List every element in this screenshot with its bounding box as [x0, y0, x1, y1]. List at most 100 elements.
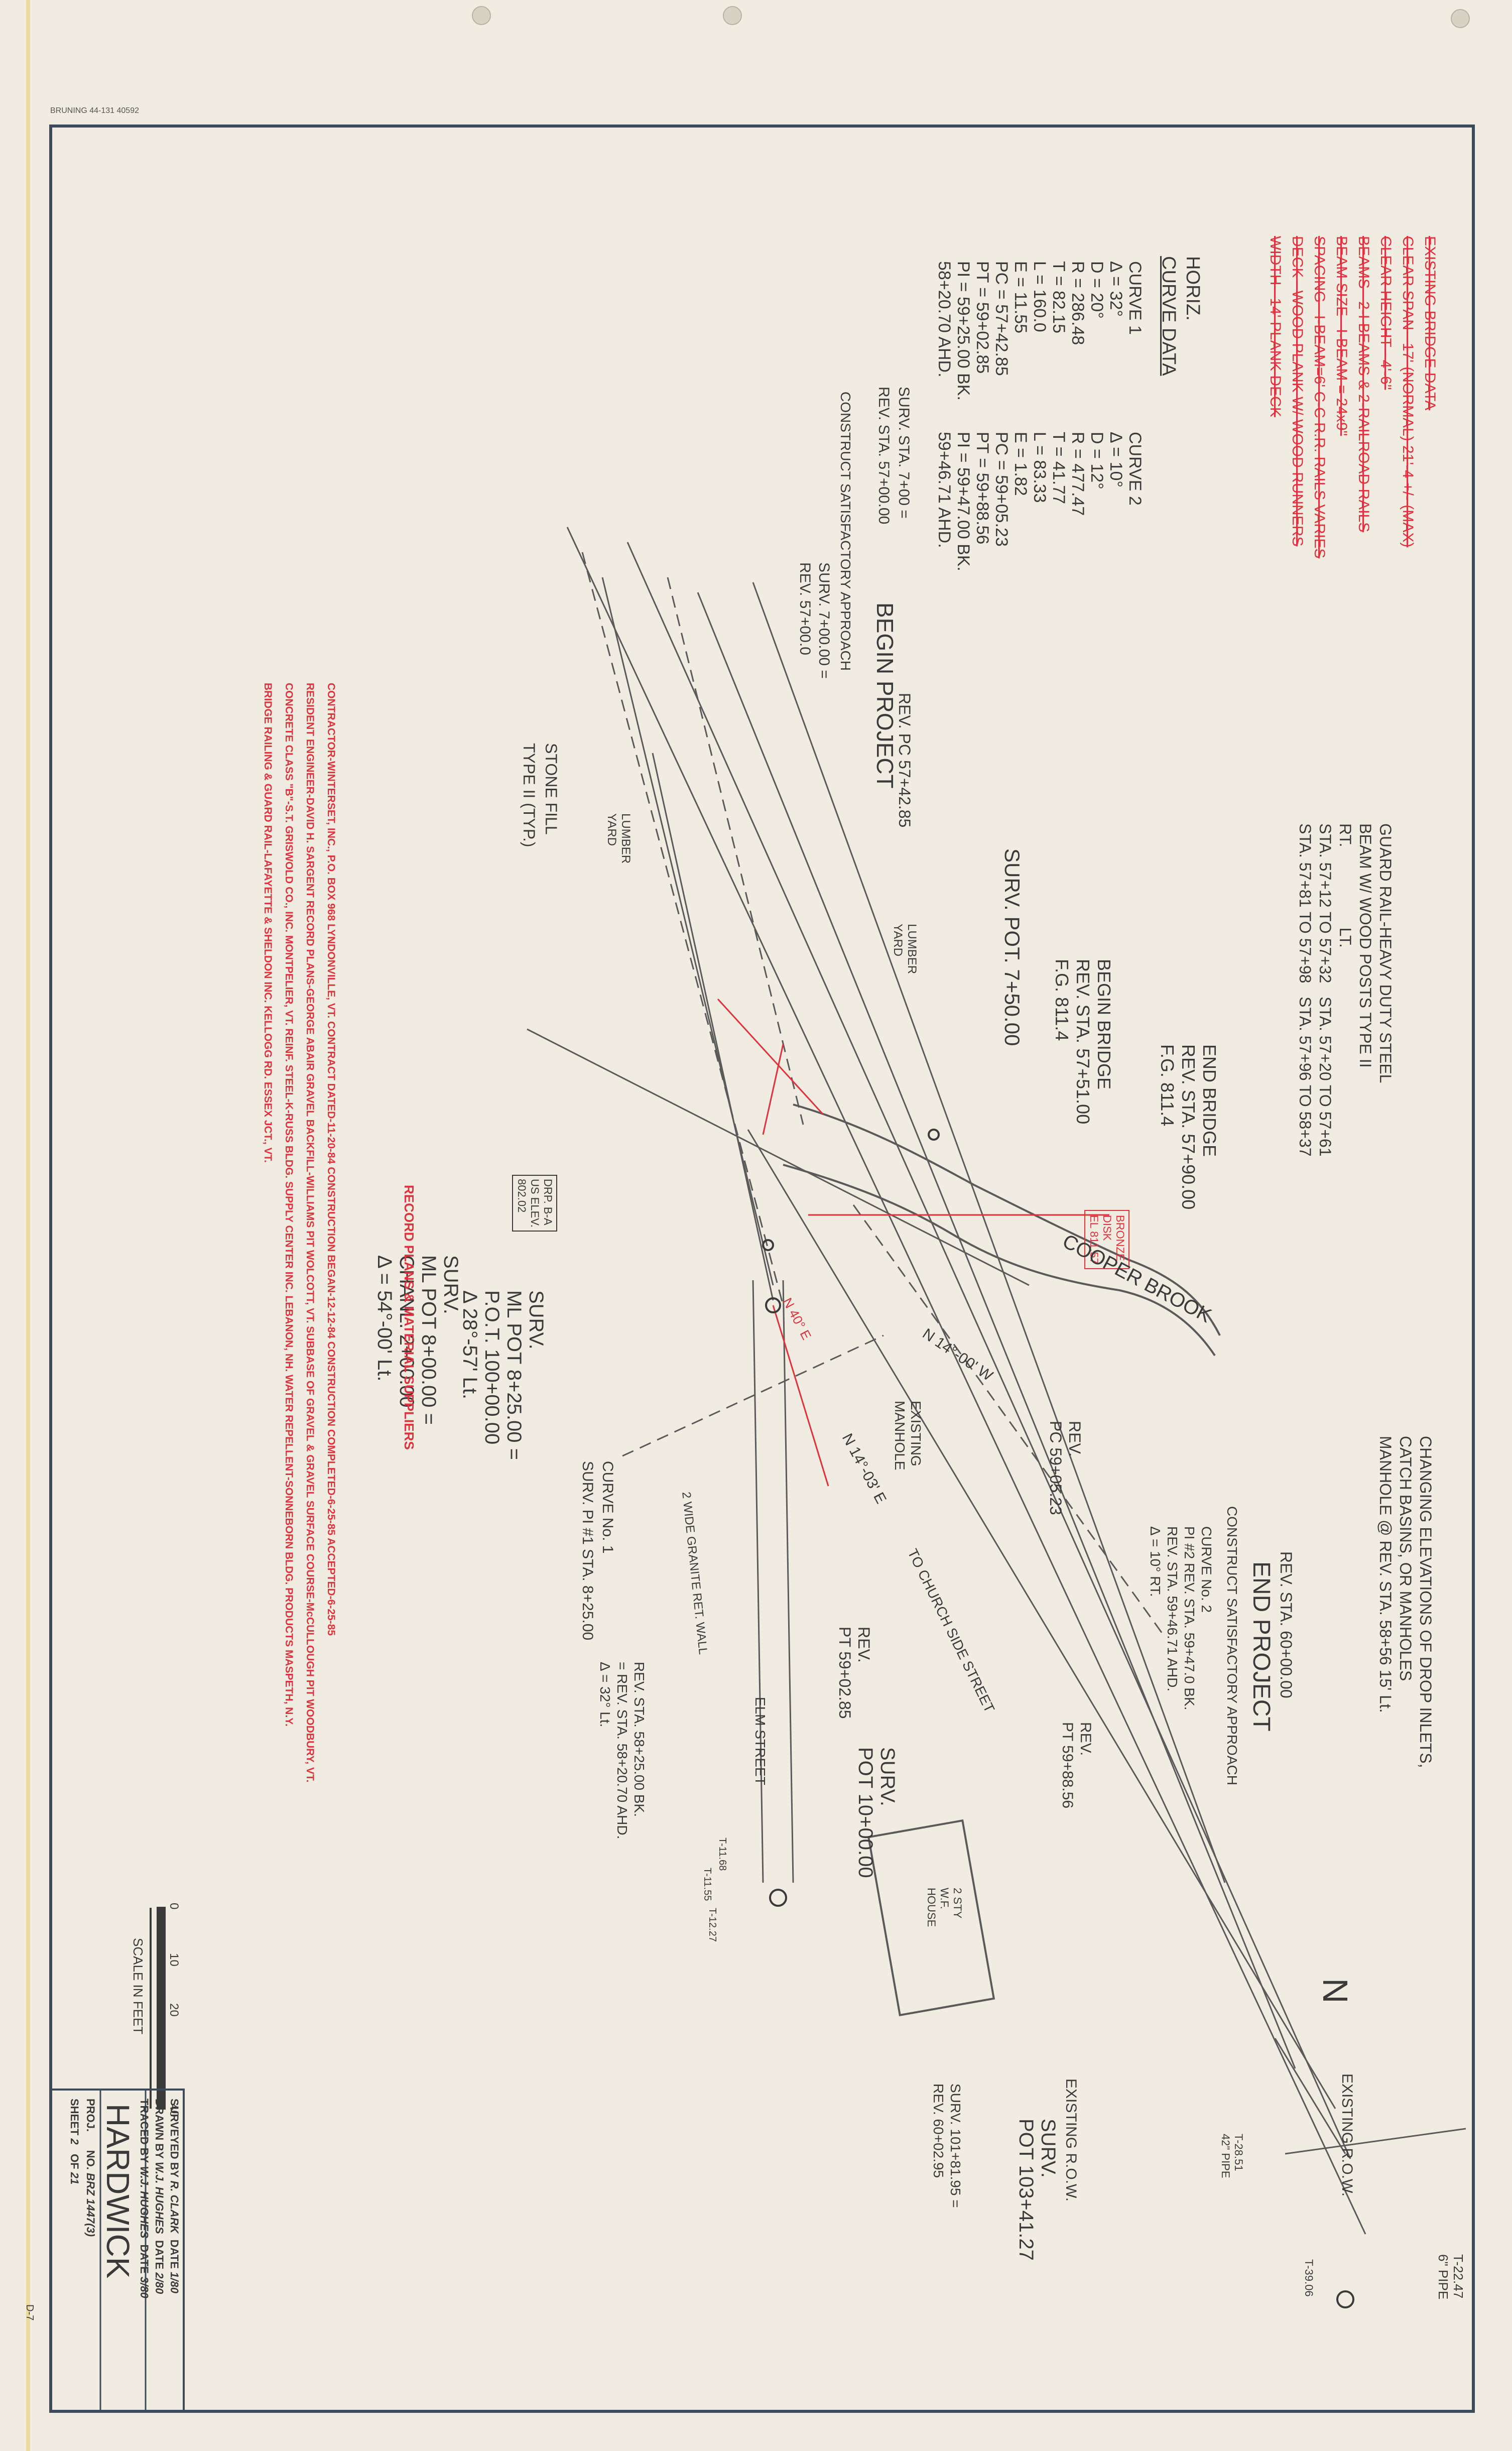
tb-value: R. CLARK: [168, 2180, 181, 2234]
curve-1-line: Δ = 32°: [1106, 261, 1125, 317]
tb-sheet-no: 2: [68, 2138, 81, 2145]
tb-proj-label: PROJ.: [84, 2099, 97, 2132]
survey-pot-2: SURV. POT 10+00.00: [854, 1747, 899, 1878]
curve-no1-line: PI #1 STA. 8+25.00: [579, 1509, 596, 1641]
curve-2-line: D = 12°: [1087, 432, 1106, 489]
guard-rail-rt2: STA. 57+81 TO 57+98: [1296, 823, 1314, 984]
tb-label: DRAWN BY: [153, 2099, 166, 2159]
end-project-sta: REV. STA. 60+00.00: [1277, 1551, 1295, 1698]
rev-sta-58-line: Δ = 32° Lt.: [597, 1662, 613, 1728]
road-edge-line: [527, 1028, 1030, 1286]
brook-bank: [783, 1164, 1216, 1357]
existing-row-b: EXISTING R.O.W.: [1063, 2078, 1079, 2202]
tie-t3906: T-39.06: [1303, 2259, 1315, 2297]
begin-bridge-title: BEGIN BRIDGE: [1094, 959, 1114, 1090]
scale-tick-0: 0: [167, 1903, 181, 1910]
curve-1-line: T = 82.15: [1049, 261, 1068, 333]
house-label-line: HOUSE: [925, 1888, 938, 1927]
elm-street-label: ELM STREET: [752, 1697, 768, 1785]
survey-point-circle: [765, 1297, 781, 1313]
begin-project-note: SURV. STA. 7+00 = REV. STA. 57+00.00: [873, 387, 914, 524]
survey-pot-3-line: SURV.: [1037, 2119, 1059, 2178]
existing-manhole: EXISTING MANHOLE: [892, 1401, 924, 1470]
end-project-curve2-line: CURVE No. 2: [1199, 1526, 1214, 1613]
corner-mark: D-7: [24, 2304, 35, 2321]
curve-1-header: CURVE 1: [1125, 261, 1145, 335]
survey-point-circle: [769, 1889, 787, 1907]
survey-pot-2-line: POT 10+00.00: [854, 1747, 876, 1878]
tb-date-label: DATE: [168, 2239, 181, 2269]
punch-hole: [723, 6, 742, 25]
survey-chanl-line: ML POT 8+00.00 =: [418, 1255, 440, 1425]
bruning-label: BRUNING 44-131 40592: [50, 106, 139, 115]
road-edge-line: [626, 542, 1351, 2159]
curve-2-line: Δ = 10°: [1106, 432, 1125, 487]
curve-data-subtitle: CURVE DATA: [1158, 256, 1179, 376]
road-edge-line: [697, 592, 1296, 2069]
rev-sta-58-note: REV. STA. 58+25.00 BK. = REV. STA. 58+20…: [596, 1662, 648, 1839]
tb-of-no: 21: [68, 2172, 81, 2185]
catch-basin-line: CHANGING ELEVATIONS OF DROP INLETS,: [1417, 1436, 1435, 1768]
tb-proj-no: BRZ 1447(3): [84, 2172, 97, 2237]
stone-fill-line: TYPE II (TYP.): [520, 743, 538, 847]
survey-point-circle: [1336, 2290, 1354, 2308]
tb-label: SURVEYED BY: [168, 2099, 181, 2178]
bridge-row-label: CLEAR SPAN: [1400, 236, 1416, 330]
tb-date-label: DATE: [153, 2240, 166, 2270]
curve-1-line: R = 286.48: [1068, 261, 1087, 345]
tie-label: T-22.47: [1451, 2254, 1466, 2299]
curve-1-line: PI = 59+25.00 BK.: [954, 261, 973, 401]
tb-proj-no-label: NO.: [84, 2150, 97, 2170]
house-label-line: W.F.: [938, 1888, 951, 1909]
curve-1-data: CURVE 1 Δ = 32° D = 20° R = 286.48 T = 8…: [935, 261, 1145, 401]
north-arrow-icon: N: [1316, 1978, 1355, 2004]
survey-pot-2-line: SURV.: [876, 1747, 899, 1806]
centerline: [747, 1129, 1336, 2109]
bridge-row-label: SPACING: [1311, 236, 1328, 303]
tie-label: 42" PIPE: [1219, 2134, 1232, 2178]
drop-inlet-line: DRP. B-A: [542, 1179, 554, 1226]
bridge-row-label: BEAM SIZE: [1333, 236, 1350, 317]
road-edge-line: [601, 577, 774, 1286]
rev-pc-2-line: REV.: [1066, 1421, 1084, 1457]
bridge-row-value: 14' PLANK DECK: [1267, 298, 1284, 417]
rev-pt-line: PT 59+02.85: [836, 1627, 854, 1719]
tie-t2851: T-28.51 42" PIPE: [1219, 2134, 1245, 2178]
tb-date: 2/80: [153, 2272, 166, 2294]
house-label-line: 2 STY: [951, 1888, 964, 1919]
bridge-row-value: 2-I BEAMS & 2-RAILROAD RAILS: [1355, 301, 1372, 533]
bridge-row-label: DECK: [1289, 236, 1306, 278]
tie-label: 6" PIPE: [1436, 2254, 1451, 2300]
lumber-yard-right: LUMBER YARD: [891, 924, 919, 974]
punch-hole: [472, 6, 491, 25]
curve-1-line: 58+20.70 AHD.: [935, 261, 954, 378]
punch-hole: [1451, 9, 1470, 28]
begin-project-title: BEGIN PROJECT: [872, 602, 898, 789]
bridge-row-label: CLEAR HEIGHT: [1377, 236, 1394, 347]
curve-2-line: L = 83.33: [1030, 432, 1049, 503]
scale-label: SCALE IN FEET: [131, 1938, 146, 2035]
bridge-row-label: WIDTH: [1267, 236, 1284, 286]
centerline: [652, 753, 774, 1301]
title-block: [49, 2089, 185, 2413]
elm-tie-a: T-11.68: [717, 1837, 728, 1871]
guard-rail-line: BEAM W/ WOOD POSTS TYPE II: [1356, 823, 1374, 1068]
existing-manhole-line: MANHOLE: [892, 1401, 908, 1470]
tb-date: 1/80: [168, 2272, 181, 2293]
tb-sheet-label: SHEET: [68, 2099, 81, 2136]
curve-1-line: PT = 59+02.85: [973, 261, 992, 374]
tb-label: TRACED BY: [138, 2099, 151, 2163]
row-line: [1274, 2038, 1346, 2154]
horiz-curve-data: HORIZ. CURVE DATA: [1157, 256, 1205, 376]
end-project-curve2-line: Δ = 10° RT.: [1148, 1526, 1163, 1597]
begin-project-approach: CONSTRUCT SATISFACTORY APPROACH: [838, 392, 853, 671]
catch-basin-line: CATCH BASINS, OR MANHOLES: [1397, 1436, 1415, 1681]
survey-101: SURV. 101+81.95 = REV. 60+02.95: [930, 2084, 964, 2208]
catch-basin-note: CHANGING ELEVATIONS OF DROP INLETS, CATC…: [1375, 1436, 1436, 1768]
curve-1-line: PC = 57+42.85: [992, 261, 1011, 376]
survey-pot-1: SURV. POT. 7+50.00: [1000, 848, 1024, 1046]
begin-bridge-sta: REV. STA. 57+51.00: [1073, 959, 1093, 1125]
guard-rail-line: GUARD RAIL-HEAVY DUTY STEEL: [1376, 823, 1395, 1083]
